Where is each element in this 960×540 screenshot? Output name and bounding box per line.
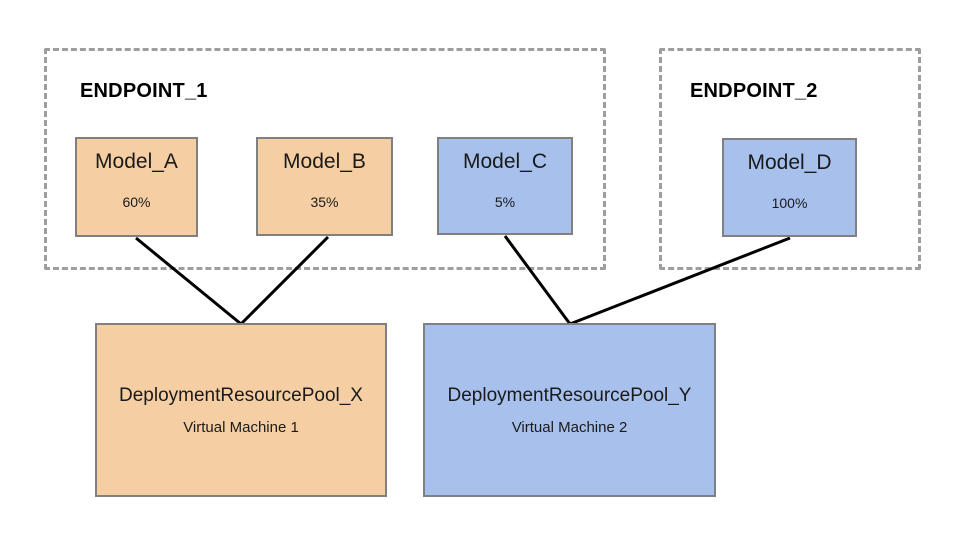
model-b-name: Model_B	[283, 150, 366, 173]
model-box-model-c[interactable]: Model_C 5%	[437, 137, 573, 235]
endpoint-1-label: ENDPOINT_1	[80, 80, 208, 102]
model-box-model-b[interactable]: Model_B 35%	[256, 137, 393, 236]
pool-y-machine: Virtual Machine 2	[511, 418, 628, 436]
model-b-traffic-percent: 35%	[310, 194, 339, 210]
pool-box-pool-y[interactable]: DeploymentResourcePool_Y Virtual Machine…	[423, 323, 716, 497]
model-box-model-a[interactable]: Model_A 60%	[75, 137, 198, 237]
model-box-model-d[interactable]: Model_D 100%	[722, 138, 857, 237]
model-c-traffic-percent: 5%	[494, 194, 516, 210]
model-d-traffic-percent: 100%	[771, 195, 808, 211]
pool-x-machine: Virtual Machine 1	[183, 418, 299, 436]
pool-y-name: DeploymentResourcePool_Y	[447, 384, 692, 406]
model-d-name: Model_D	[747, 151, 832, 174]
pool-x-name: DeploymentResourcePool_X	[119, 384, 363, 406]
endpoint-2-label: ENDPOINT_2	[690, 80, 818, 102]
pool-box-pool-x[interactable]: DeploymentResourcePool_X Virtual Machine…	[95, 323, 387, 497]
model-a-name: Model_A	[95, 150, 178, 173]
model-c-name: Model_C	[462, 150, 548, 173]
model-a-traffic-percent: 60%	[122, 194, 151, 210]
